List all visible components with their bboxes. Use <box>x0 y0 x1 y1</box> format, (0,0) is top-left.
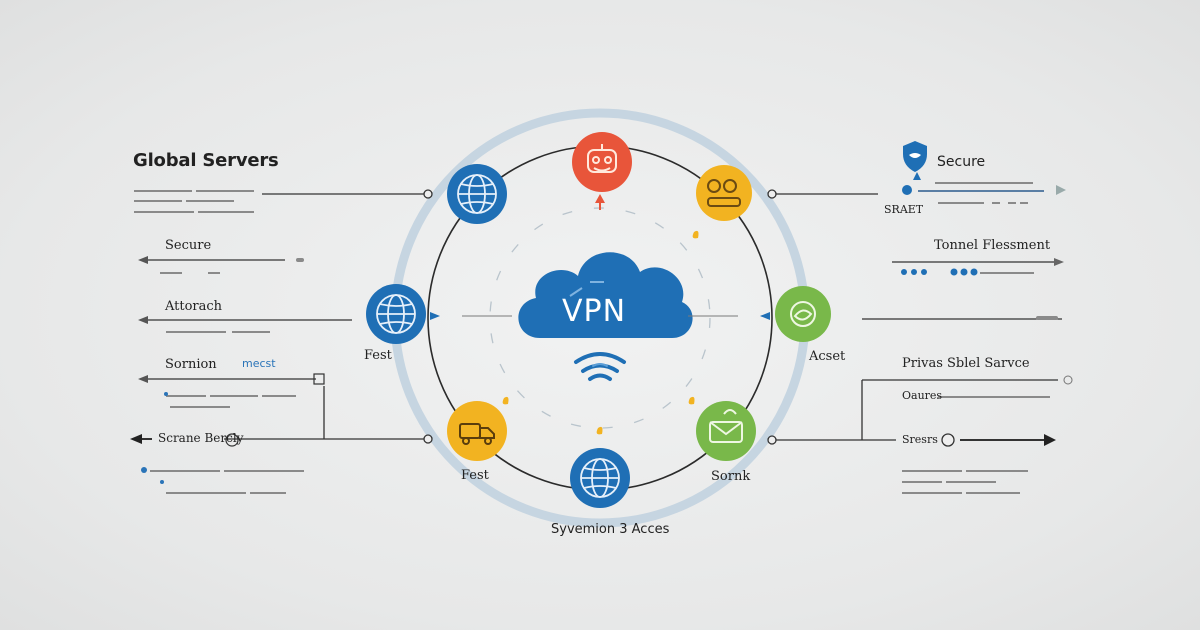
vpn-label: VPN <box>562 294 627 329</box>
left-row-attorach: Attorach <box>165 299 223 314</box>
left-fine-text <box>134 190 304 494</box>
left-node-label-fest: Fest <box>364 348 392 363</box>
left-title: Global Servers <box>133 150 279 171</box>
right-arrowheads <box>1044 185 1066 446</box>
node-top-right-yellow <box>696 165 752 221</box>
node-top-red <box>572 132 632 192</box>
right-row-tonnel: Tonnel Flessment <box>934 238 1051 253</box>
yellow-leaf-accent-2 <box>688 396 695 405</box>
node-right-green <box>775 286 831 342</box>
left-connectors <box>140 189 433 444</box>
node-left-blue <box>366 284 426 344</box>
yellow-leaf-accent-3 <box>502 396 509 405</box>
node-bottom-blue <box>570 448 630 508</box>
wifi-icon <box>574 352 626 381</box>
left-tag-mecst: mecst <box>242 357 276 370</box>
left-row-scrane-bercly: Scrane Bercly <box>158 431 244 445</box>
right-fine-text <box>902 182 1073 494</box>
vpn-cloud <box>518 252 693 338</box>
right-row-privas: Privas Sblel Sarvce <box>902 356 1030 371</box>
up-arrow-accent <box>595 194 605 203</box>
right-title: Secure <box>937 154 986 170</box>
ring-label-asset: Acset <box>809 349 846 364</box>
node-top-left-blue <box>447 164 507 224</box>
right-connectors <box>767 189 1062 447</box>
left-row-sornion: Sornion <box>165 357 217 372</box>
node-bottom-right-green <box>696 401 756 461</box>
right-row-sresrs: Sresrs <box>902 433 938 446</box>
shield-icon <box>902 141 927 195</box>
yellow-leaf-accent <box>692 230 699 239</box>
right-dots <box>901 268 978 276</box>
left-row-secure: Secure <box>165 238 212 253</box>
right-sub: SRAET <box>884 203 924 216</box>
ring-label-fast: Fest <box>461 468 489 483</box>
bottom-caption: Syvemion 3 Acces <box>551 522 670 537</box>
node-bottom-left-yellow <box>447 401 507 461</box>
yellow-leaf-accent-4 <box>596 426 603 435</box>
ring-label-sonk: Sornk <box>711 469 751 484</box>
right-row-oaures: Oaures <box>902 389 943 402</box>
left-arrowheads <box>130 256 148 444</box>
